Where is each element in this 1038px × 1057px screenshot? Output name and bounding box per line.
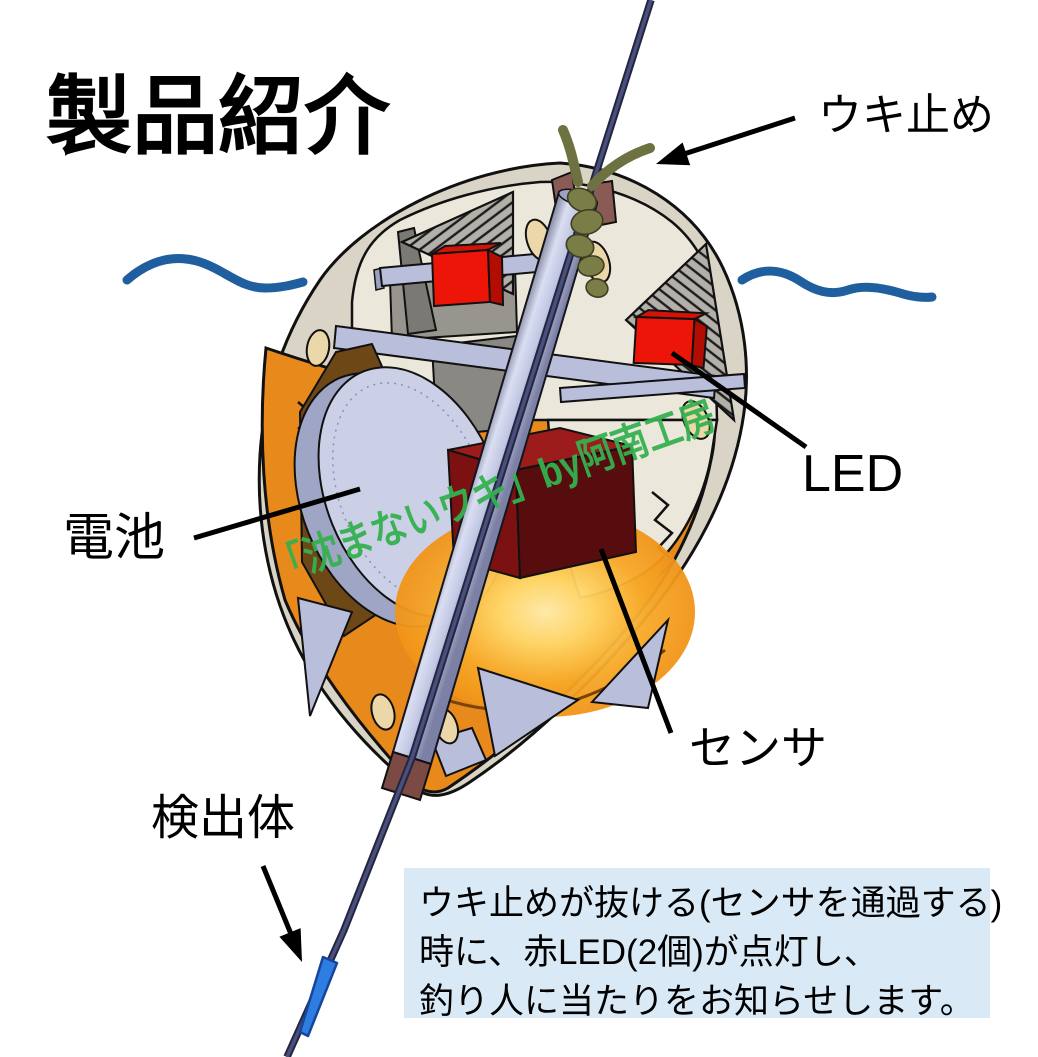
fishing-line-group [283, 0, 655, 1057]
label-detection-body: 検出体 [151, 792, 296, 845]
leader-led [670, 350, 808, 450]
annotations [193, 115, 808, 962]
detection-body-bead [298, 955, 339, 1038]
info-line-1: ウキ止めが抜ける(センサを通過する) [419, 884, 1003, 923]
pocket-left [296, 596, 354, 717]
led-right [632, 309, 711, 370]
label-float-stopper: ウキ止め [818, 91, 994, 140]
leader-battery [193, 486, 361, 541]
info-box: ウキ止めが抜ける(センサを通過する) 時に、赤LED(2個)が点灯し、 釣り人に… [404, 868, 1003, 1021]
pocket-center [476, 666, 581, 758]
circuit-board-lower-right [558, 372, 747, 404]
led-left [430, 242, 505, 308]
wave-right [737, 266, 937, 302]
pocket-right [589, 616, 670, 710]
leader-sensor [598, 548, 674, 734]
info-line-3: 釣り人に当たりをお知らせします。 [419, 982, 975, 1021]
water-waves [122, 254, 937, 302]
page-title: 製品紹介 [46, 69, 390, 165]
arrow-detection-body [260, 865, 302, 962]
label-led: LED [802, 445, 904, 503]
info-line-2: 時に、赤LED(2個)が点灯し、 [419, 933, 879, 972]
wave-left [122, 254, 308, 293]
label-sensor: センサ [689, 722, 827, 774]
float-stopper-knot [558, 125, 655, 298]
arrow-float-stopper [656, 115, 796, 166]
label-battery: 電池 [63, 509, 166, 566]
